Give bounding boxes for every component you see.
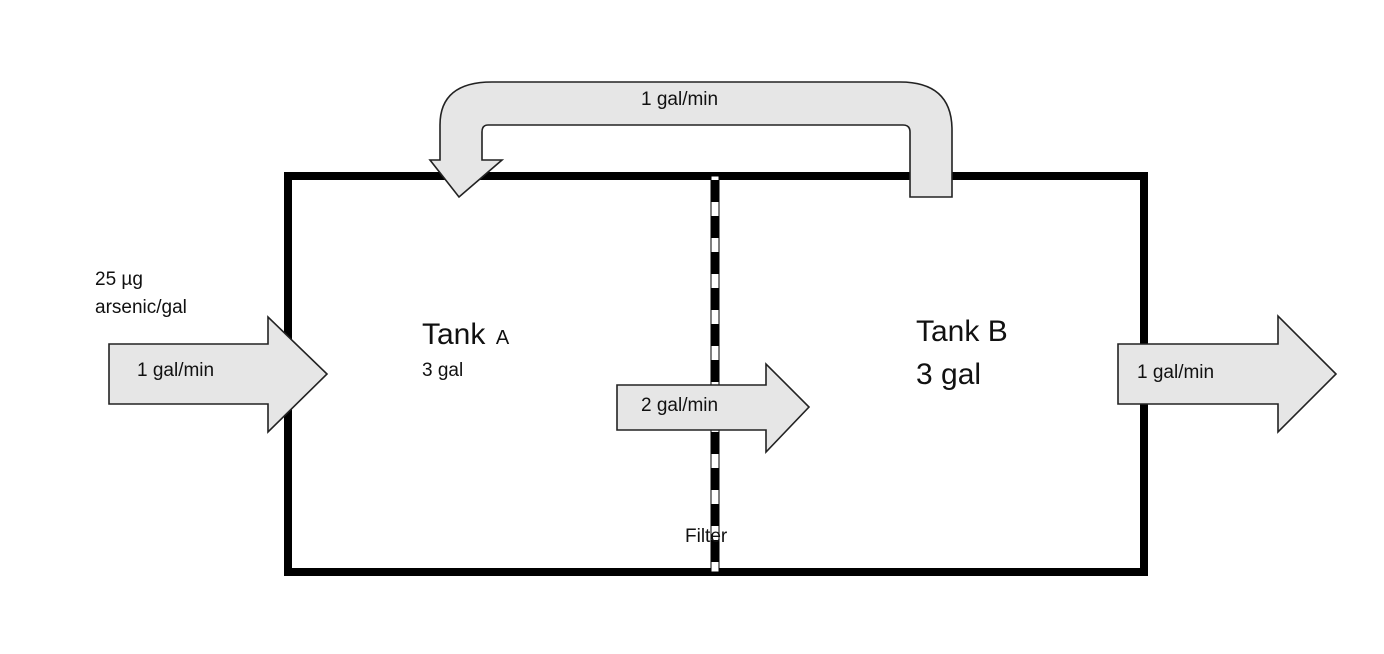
tank-a-name: Tank xyxy=(422,318,486,351)
inlet-arrow xyxy=(108,315,329,434)
filter-membrane xyxy=(710,175,720,573)
tank-a-title: Tank A xyxy=(422,318,510,351)
recirculation-flow-label: 1 gal/min xyxy=(641,89,718,110)
outlet-arrow xyxy=(1117,314,1338,434)
inlet-flow-label: 1 gal/min xyxy=(137,360,214,381)
outlet-flow-label: 1 gal/min xyxy=(1137,362,1214,383)
filter-label: Filter xyxy=(685,526,728,547)
inlet-concentration-line2: arsenic/gal xyxy=(95,297,187,318)
inlet-concentration-line1: 25 µg xyxy=(95,269,143,290)
recirculation-arrow xyxy=(428,81,953,199)
transfer-flow-label: 2 gal/min xyxy=(641,395,718,416)
transfer-arrow xyxy=(616,362,811,454)
tank-b-volume: 3 gal xyxy=(916,358,981,391)
tank-a-volume: 3 gal xyxy=(422,360,463,381)
tank-a-suffix: A xyxy=(496,327,510,349)
tank-b-name: Tank B xyxy=(916,315,1008,348)
